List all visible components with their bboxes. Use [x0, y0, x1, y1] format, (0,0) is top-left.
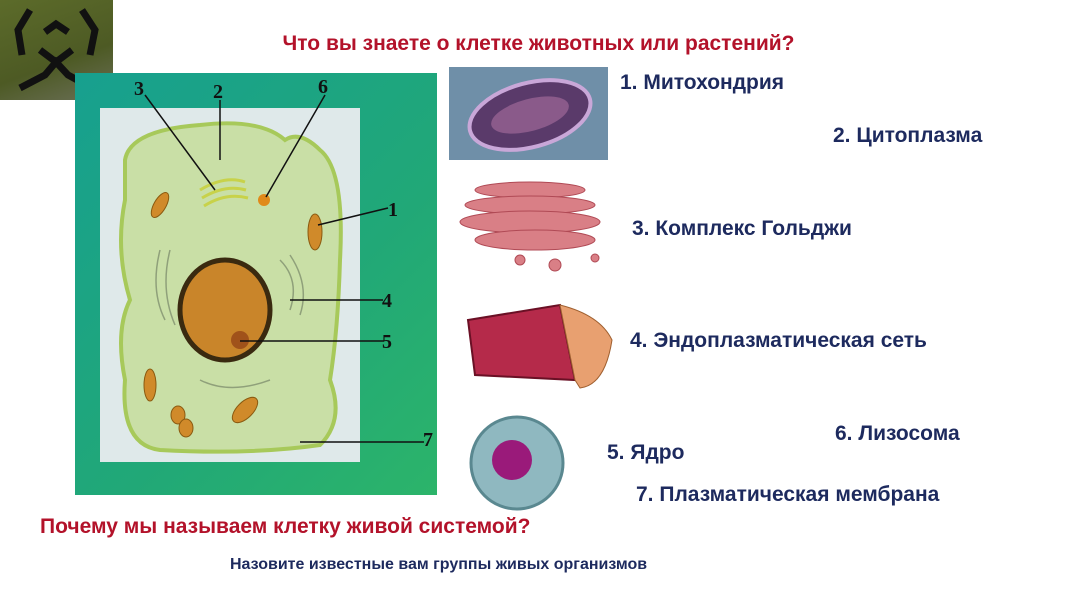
diagram-number-2: 2 — [213, 81, 223, 103]
endoplasmic-reticulum — [155, 249, 305, 389]
label-er: 4. Эндоплазматическая сеть — [630, 329, 927, 352]
diagram-number-3: 3 — [134, 78, 144, 100]
mitochondrion-image — [449, 67, 608, 160]
question-heading: Почему мы называем клетку живой системой… — [40, 515, 531, 538]
diagram-number-1: 1 — [388, 199, 398, 221]
label-lysosome: 6. Лизосома — [835, 422, 960, 445]
diagram-number-5: 5 — [382, 331, 392, 353]
biohazard-logo — [0, 0, 113, 100]
label-membrane: 7. Плазматическая мембрана — [636, 483, 940, 506]
diagram-number-7: 7 — [423, 429, 433, 451]
golgi-image — [459, 181, 601, 272]
mitochondria — [143, 192, 323, 438]
diagram-number-6: 6 — [318, 76, 328, 98]
subtitle: Назовите известные вам группы живых орга… — [230, 556, 648, 573]
label-golgi: 3. Комплекс Гольджи — [632, 217, 852, 240]
label-nucleus: 5. Ядро — [607, 441, 685, 464]
label-cytoplasm: 2. Цитоплазма — [833, 124, 983, 147]
golgi — [199, 178, 249, 208]
er-image — [466, 303, 613, 389]
nucleus — [177, 257, 273, 363]
diagram-number-4: 4 — [382, 290, 392, 312]
slide-title: Что вы знаете о клетке животных или раст… — [282, 32, 795, 55]
label-mitochondria: 1. Митохондрия — [620, 71, 785, 94]
lysosome — [258, 194, 270, 206]
nucleus-image — [469, 415, 565, 511]
